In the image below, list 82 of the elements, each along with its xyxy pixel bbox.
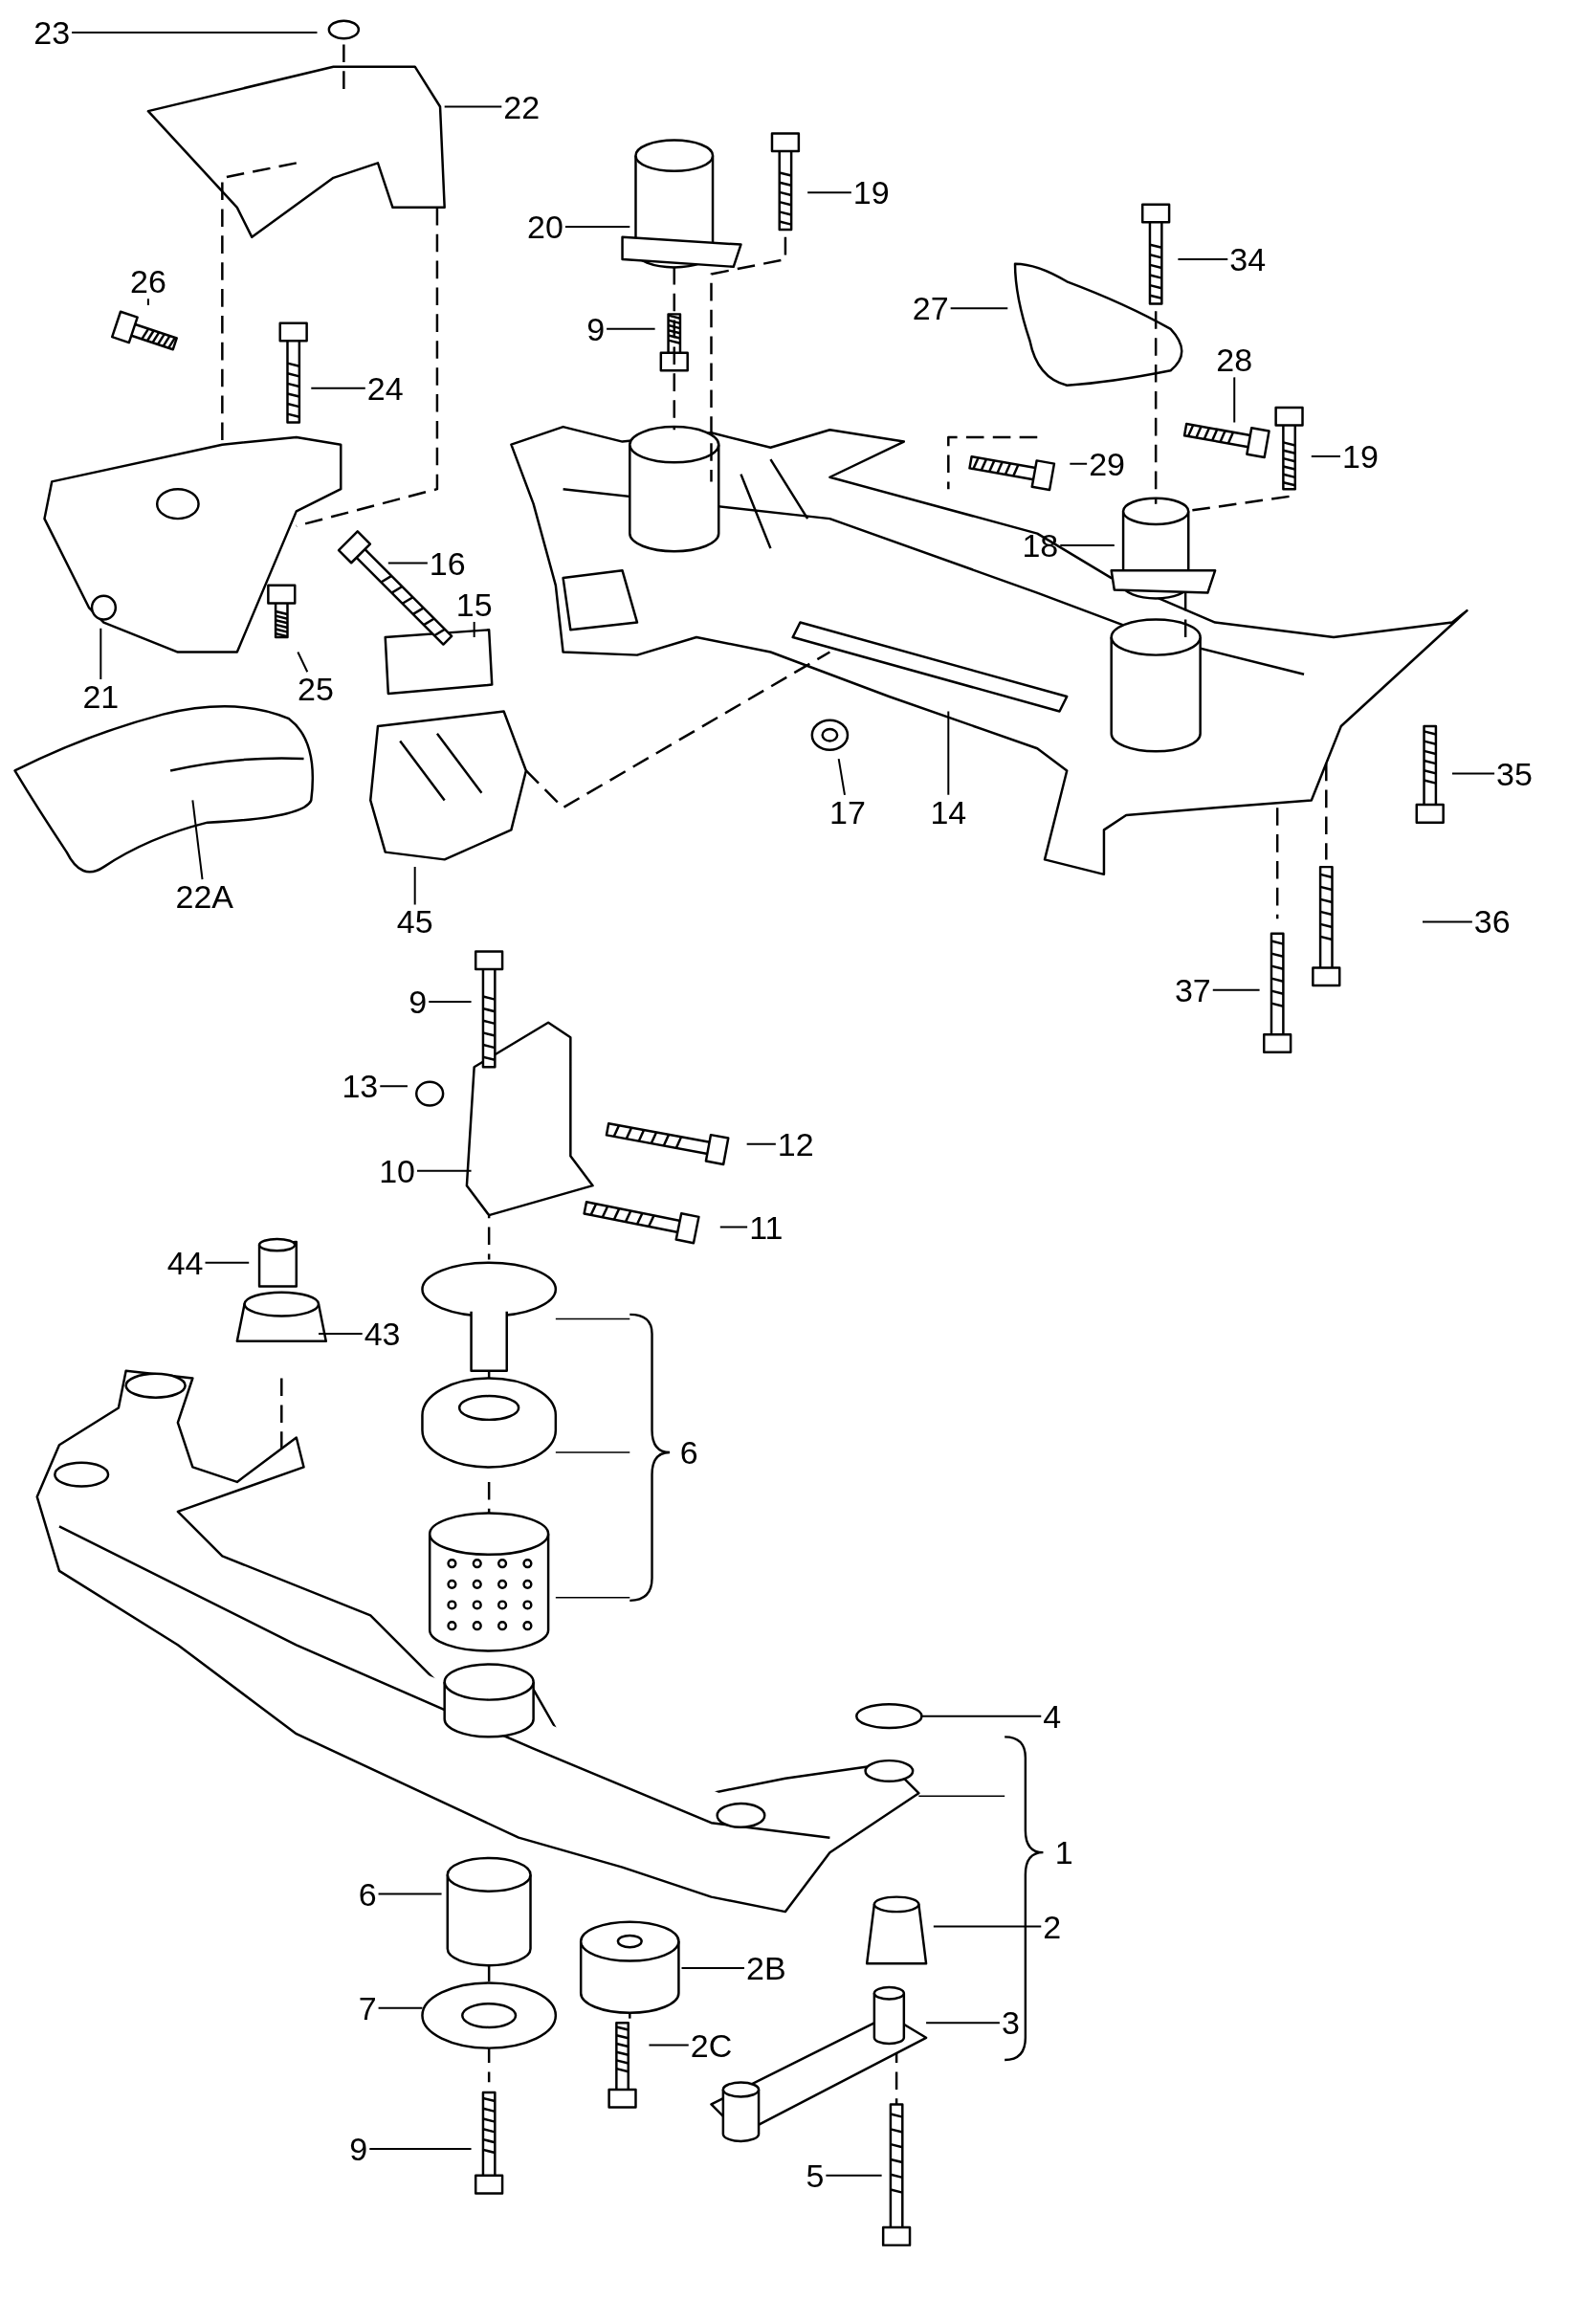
callout-number: 45 xyxy=(394,904,435,940)
leader-line xyxy=(377,1892,443,1895)
leader-line xyxy=(71,32,319,34)
leader-line xyxy=(1310,455,1341,458)
callout-number: 2 xyxy=(1041,1909,1064,1944)
callout-number: 35 xyxy=(1494,756,1535,791)
callout-number: 1 xyxy=(1053,1835,1074,1870)
callout-number: 14 xyxy=(928,794,969,830)
leader-line xyxy=(386,562,429,564)
leader-line xyxy=(1069,462,1089,465)
callout-number: 23 xyxy=(32,15,73,51)
callout-number: 44 xyxy=(165,1245,206,1280)
leader-line xyxy=(932,1925,1043,1928)
leader-line xyxy=(416,1169,473,1172)
callout-number: 6 xyxy=(678,1434,699,1470)
callout-number: 4 xyxy=(1041,1698,1064,1734)
callout-number: 7 xyxy=(356,1990,379,2025)
leader-line xyxy=(379,1085,409,1088)
leader-line xyxy=(99,627,102,680)
callout-number: 5 xyxy=(804,2158,827,2193)
leader-line xyxy=(825,2174,883,2177)
callout-number: 28 xyxy=(1214,343,1255,378)
callout-number: 17 xyxy=(828,794,868,830)
leader-line xyxy=(1421,920,1473,923)
leader-line xyxy=(718,1226,749,1228)
callout-number: 37 xyxy=(1172,972,1213,1007)
callout-number: 25 xyxy=(296,672,336,707)
leader-line xyxy=(648,2044,690,2047)
callout-number: 12 xyxy=(775,1126,816,1162)
leader-line xyxy=(318,1333,364,1336)
callout-number: 11 xyxy=(747,1209,785,1245)
callout-number: 19 xyxy=(850,175,892,210)
callout-number: 6 xyxy=(356,1876,379,1912)
callout-number: 2B xyxy=(744,1950,788,1985)
callout-number: 24 xyxy=(364,370,406,406)
callout-number: 16 xyxy=(427,545,468,581)
callout-number: 13 xyxy=(340,1069,381,1104)
callout-number: 9 xyxy=(347,2131,370,2166)
callout-number: 10 xyxy=(377,1153,417,1188)
leader-line xyxy=(563,226,631,228)
callout-number: 15 xyxy=(453,587,495,622)
callout-number: 9 xyxy=(585,311,607,346)
leader-line xyxy=(680,1966,745,1969)
callout-number: 34 xyxy=(1227,242,1269,277)
leader-line xyxy=(368,2147,473,2150)
callout-number: 36 xyxy=(1471,904,1513,940)
leader-line xyxy=(297,651,309,674)
leader-line xyxy=(310,387,366,389)
leader-line xyxy=(745,1142,777,1145)
leader-line xyxy=(443,105,503,108)
leader-line xyxy=(837,758,846,796)
leader-line xyxy=(920,1715,1043,1717)
leader-line xyxy=(606,327,656,330)
leader-line xyxy=(1450,772,1496,775)
callout-number: 9 xyxy=(407,985,430,1020)
callout-number: 27 xyxy=(910,291,951,326)
leader-line xyxy=(377,2006,424,2009)
callout-number: 22 xyxy=(501,89,542,124)
leader-line xyxy=(1059,544,1115,546)
leader-line xyxy=(925,2022,1001,2025)
leader-line xyxy=(806,191,852,194)
leader-line xyxy=(191,799,204,881)
callout-number: 21 xyxy=(80,679,121,714)
leader-line xyxy=(473,620,475,639)
leader-line xyxy=(1177,258,1229,261)
leader-line xyxy=(1233,376,1236,424)
callout-number: 29 xyxy=(1087,446,1127,481)
callout-number: 26 xyxy=(128,264,168,299)
leader-line xyxy=(204,1261,251,1264)
callout-number: 22A xyxy=(173,879,235,915)
leader-line xyxy=(947,710,950,796)
leader-line xyxy=(146,298,149,307)
callout-number: 2C xyxy=(688,2027,735,2063)
callout-number: 20 xyxy=(525,210,565,244)
leader-line xyxy=(1211,988,1261,991)
leader-line xyxy=(949,307,1009,310)
callout-number: 19 xyxy=(1340,439,1380,475)
callout-number: 43 xyxy=(362,1317,403,1352)
callout-number: 3 xyxy=(999,2005,1022,2041)
leader-line xyxy=(428,1001,473,1004)
callout-number: 18 xyxy=(1020,528,1061,563)
leader-line xyxy=(413,866,416,906)
